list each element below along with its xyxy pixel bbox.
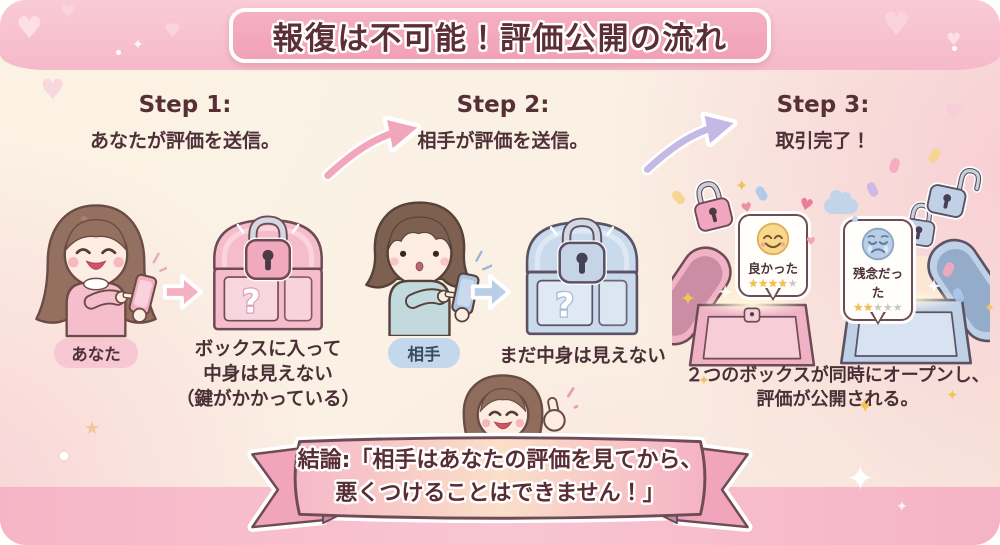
your-box-caption-line3: （鍵がかかっている） — [175, 388, 361, 410]
heart-icon: ♥ — [944, 100, 964, 125]
arrow-step2-to-step3-icon — [641, 111, 738, 176]
you-label: あなた — [71, 345, 121, 364]
step3-label: Step 3: — [776, 92, 870, 118]
heart-icon: ♥ — [164, 20, 182, 42]
confetti — [753, 184, 770, 203]
result-caption-line2: 評価が公開される。 — [756, 389, 919, 411]
sparkle-icon: ✦ — [698, 373, 710, 389]
good-review-stars: ★★★★★ — [742, 277, 804, 290]
heart-icon: ♥ — [60, 2, 76, 22]
step2-description: 相手が評価を送信。 — [417, 130, 589, 152]
your-box-caption-line2: 中身は見えない — [203, 363, 333, 385]
sparkle-icon: ✦ — [896, 499, 908, 515]
bad-review-bubble: 残念だった ★★★★★ — [843, 219, 913, 321]
step1-label: Step 1: — [138, 92, 232, 118]
sparkle-icon: ✦ — [735, 176, 749, 195]
good-stars-empty: ★ — [787, 277, 798, 290]
title-banner: 報復は不可能！評価公開の流れ — [229, 8, 771, 63]
your-box-caption-line1: ボックスに入って — [194, 339, 342, 360]
heart-icon: ♥ — [946, 30, 962, 50]
step3-description: 取引完了！ — [775, 130, 871, 152]
dot-decoration — [116, 50, 121, 55]
page-title: 報復は不可能！評価公開の流れ — [272, 21, 728, 57]
good-stars-filled: ★★★★ — [748, 277, 788, 290]
partner-box-caption-line: まだ中身は見えない — [499, 346, 666, 367]
dot-decoration — [952, 46, 957, 51]
bad-stars-empty: ★★★ — [873, 301, 903, 314]
arrow-you-to-box-icon — [162, 273, 204, 311]
confetti — [865, 180, 880, 199]
sparkle-icon: ✦ — [680, 288, 696, 310]
conclusion-line2: 悪くつけることはできません！」 — [335, 481, 665, 506]
sparkle-icon: ✦ — [846, 459, 875, 499]
heart-icon: ♥ — [739, 199, 755, 218]
result-caption: ２つのボックスが同時にオープンし、 評価が公開される。 — [675, 364, 1000, 413]
your-box-caption: ボックスに入って 中身は見えない （鍵がかかっている） — [148, 338, 388, 413]
your-locked-box-illustration: ? — [213, 215, 323, 331]
gloom-cloud-icon — [824, 190, 858, 214]
heart-icon: ♥ — [806, 235, 816, 248]
confetti — [888, 157, 901, 174]
happy-face-icon — [756, 222, 790, 256]
bad-review-stars: ★★★★★ — [847, 301, 909, 314]
heart-icon: ♥ — [882, 5, 911, 43]
cloud-dot — [852, 216, 858, 222]
star-decoration: ★ — [84, 418, 101, 439]
partner-locked-box-illustration: ? — [525, 217, 639, 336]
partner-box-caption: まだ中身は見えない — [470, 345, 695, 370]
you-character-illustration — [35, 204, 167, 338]
crying-face-icon — [861, 227, 895, 261]
open-pink-box-illustration — [672, 246, 816, 367]
good-review-bubble: 良かった ★★★★★ — [738, 214, 808, 297]
hidden-content-question-mark: ? — [555, 287, 574, 325]
good-review-label: 良かった — [747, 261, 798, 276]
dot-decoration — [60, 452, 68, 460]
heart-icon: ♥ — [797, 193, 816, 216]
conclusion-line1: 結論:「相手はあなたの評価を見てから、 — [297, 448, 703, 473]
sparkle-icon: ✦ — [132, 37, 144, 53]
partner-label-badge: 相手 — [388, 338, 460, 368]
you-label-badge: あなた — [54, 338, 138, 368]
sparkle-icon: ✦ — [946, 386, 959, 404]
pink-padlock-icon — [692, 179, 735, 234]
bad-stars-filled: ★★ — [853, 301, 874, 314]
heart-icon: ♥ — [40, 73, 66, 106]
bad-review-label: 残念だった — [852, 266, 903, 300]
conclusion-ribbon — [247, 432, 753, 532]
step1-description: あなたが評価を送信。 — [89, 130, 280, 152]
heart-icon: ♥ — [16, 11, 43, 46]
peeking-girl-illustration — [462, 374, 578, 452]
hidden-content-question-mark: ? — [242, 282, 260, 320]
step2-label: Step 2: — [456, 92, 550, 118]
partner-character-illustration — [365, 201, 492, 336]
partner-label: 相手 — [407, 345, 441, 364]
conclusion-text: 結論:「相手はあなたの評価を見てから、 悪くつけることはできません！」 — [252, 444, 748, 510]
sparkle-icon: ✦ — [984, 301, 995, 316]
result-caption-line1: ２つのボックスが同時にオープンし、 — [685, 365, 990, 386]
arrow-partner-to-box-icon — [470, 273, 512, 311]
blue-open-padlock-icon — [924, 166, 983, 220]
arrow-step1-to-step2-icon — [321, 115, 422, 182]
sparkle-icon: ✦ — [856, 394, 875, 419]
